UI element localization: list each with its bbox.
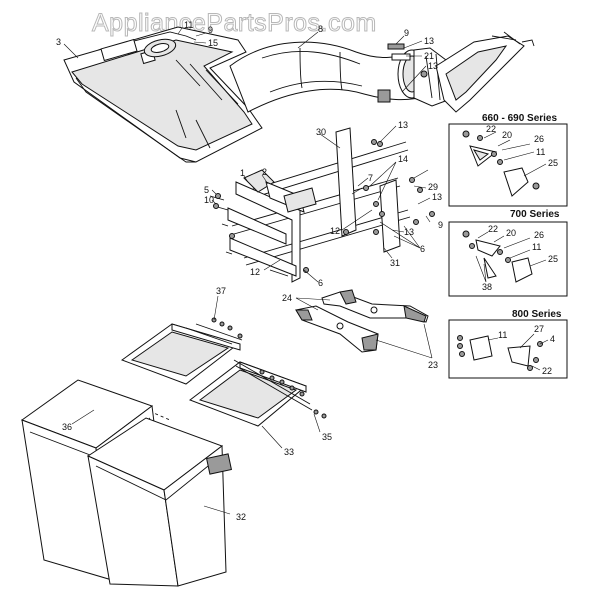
inset-700-series: 700 Series 22 20 26 11 25 38 <box>448 209 568 297</box>
callout-13: 13 <box>404 227 414 237</box>
chute-hardware <box>377 43 428 103</box>
grass-bags <box>20 379 233 587</box>
inset-callout: 20 <box>506 228 516 238</box>
callout-13: 13 <box>428 61 438 71</box>
inset-callout: 26 <box>534 230 544 240</box>
callout-11: 11 <box>184 20 193 30</box>
callout-13: 13 <box>424 36 434 46</box>
callout-31: 31 <box>390 258 400 268</box>
inset-callout: 11 <box>536 147 545 157</box>
inset-callout: 26 <box>534 134 544 144</box>
leader-lines <box>63 27 433 515</box>
callout-12: 12 <box>330 226 340 236</box>
callout-1: 1 <box>240 168 245 178</box>
inset-callout: 22 <box>486 124 496 134</box>
inset-title: 700 Series <box>510 209 560 220</box>
inset-callout: 27 <box>534 324 544 334</box>
callout-29: 29 <box>428 182 438 192</box>
callout-12: 12 <box>250 267 260 277</box>
callout-2: 2 <box>262 167 267 177</box>
callout-13: 13 <box>432 192 442 202</box>
callout-8: 8 <box>318 24 323 34</box>
bagger-hood <box>63 26 263 163</box>
callout-23: 23 <box>428 360 438 370</box>
inset-title: 800 Series <box>512 309 562 320</box>
callout-10: 10 <box>204 195 214 205</box>
discharge-chute-tube <box>229 41 449 113</box>
callout-14: 14 <box>398 154 408 164</box>
callout-35: 35 <box>322 432 332 442</box>
watermark-text: AppliancePartsPros.com <box>92 9 377 37</box>
callout-15: 15 <box>208 38 218 48</box>
inset-callout: 4 <box>550 334 555 344</box>
inset-callout: 22 <box>488 224 498 234</box>
inset-callout: 22 <box>542 366 552 376</box>
callout-33: 33 <box>284 447 294 457</box>
mounting-frame <box>209 127 435 283</box>
inset-title: 660 - 690 Series <box>482 113 557 124</box>
callout-9: 9 <box>404 28 409 38</box>
callout-7: 7 <box>368 173 373 183</box>
chute-deflector <box>435 31 535 113</box>
callout-9: 9 <box>438 220 443 230</box>
inset-callout: 25 <box>548 158 558 168</box>
mower-blades <box>295 289 429 353</box>
callout-24: 24 <box>282 293 292 303</box>
callout-36: 36 <box>62 422 72 432</box>
callout-30: 30 <box>316 127 326 137</box>
hinge-hardware <box>211 317 327 419</box>
inset-callout: 38 <box>482 282 492 292</box>
inset-callout: 11 <box>532 242 541 252</box>
inset-660-690-series: 660 - 690 Series 22 20 26 11 25 <box>448 113 568 207</box>
callout-32: 32 <box>236 512 246 522</box>
callout-9: 9 <box>208 25 213 35</box>
callout-13: 13 <box>398 120 408 130</box>
callout-37: 37 <box>216 286 226 296</box>
callout-6: 6 <box>318 278 323 288</box>
grass-bag-frames <box>93 317 327 477</box>
callout-5: 5 <box>204 185 209 195</box>
inset-callout: 25 <box>548 254 558 264</box>
callout-21: 21 <box>424 51 434 61</box>
callout-6: 6 <box>420 244 425 254</box>
inset-callout: 11 <box>498 330 507 340</box>
callout-3: 3 <box>56 37 61 47</box>
inset-800-series: 800 Series 27 11 4 22 <box>448 309 568 379</box>
callout-numbers: 3 11 9 15 8 9 13 21 13 13 30 14 1 2 5 10… <box>56 20 443 522</box>
inset-callout: 20 <box>502 130 512 140</box>
